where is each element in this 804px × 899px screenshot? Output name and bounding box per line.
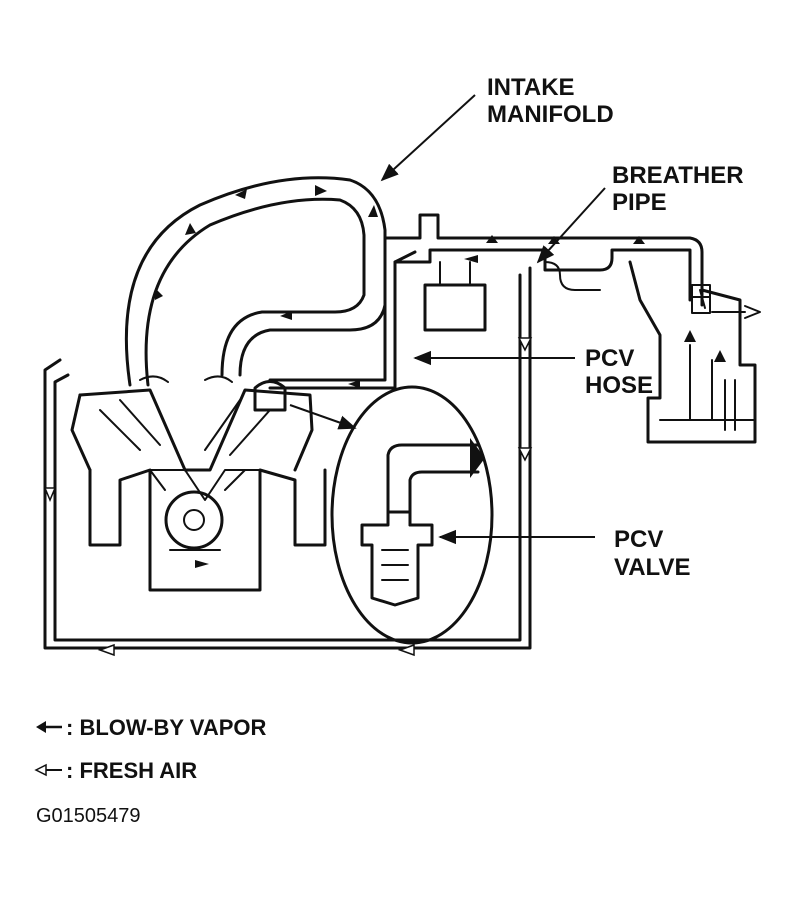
legend-fresh-air: : FRESH AIR (66, 758, 197, 783)
solid-arrow-icon (470, 438, 485, 478)
pcv-hose-label-line2: HOSE (585, 372, 653, 399)
breather-pipe-label-line2: PIPE (612, 189, 667, 216)
pcv-valve-label-line2: VALVE (614, 554, 690, 581)
figure-code: G01505479 (36, 805, 141, 827)
solid-arrow-icon (36, 721, 62, 733)
pcv-hose-label-line1: PCV (585, 345, 634, 372)
pcv-valve-detail (330, 385, 494, 645)
pcv-valve-label-line1: PCV (614, 526, 663, 553)
legend-blow-by-vapor: : BLOW-BY VAPOR (66, 715, 267, 740)
hollow-arrow-icon (34, 763, 62, 777)
air-cleaner-box (628, 260, 761, 444)
intake-manifold-label-line2: MANIFOLD (487, 101, 614, 128)
breather-pipe-label-line1: BREATHER (612, 162, 744, 189)
leader-lines (289, 94, 606, 545)
engine-block (70, 375, 327, 592)
intake-manifold-label-line1: INTAKE (487, 74, 575, 101)
legend: : BLOW-BY VAPOR : FRESH AIR (34, 715, 267, 783)
pcv-hose-pipe (268, 250, 417, 390)
fresh-air-loop (43, 266, 532, 650)
intake-manifold-pipe (124, 176, 387, 387)
flow-arrows (43, 185, 726, 657)
breather-pipe (383, 213, 704, 332)
